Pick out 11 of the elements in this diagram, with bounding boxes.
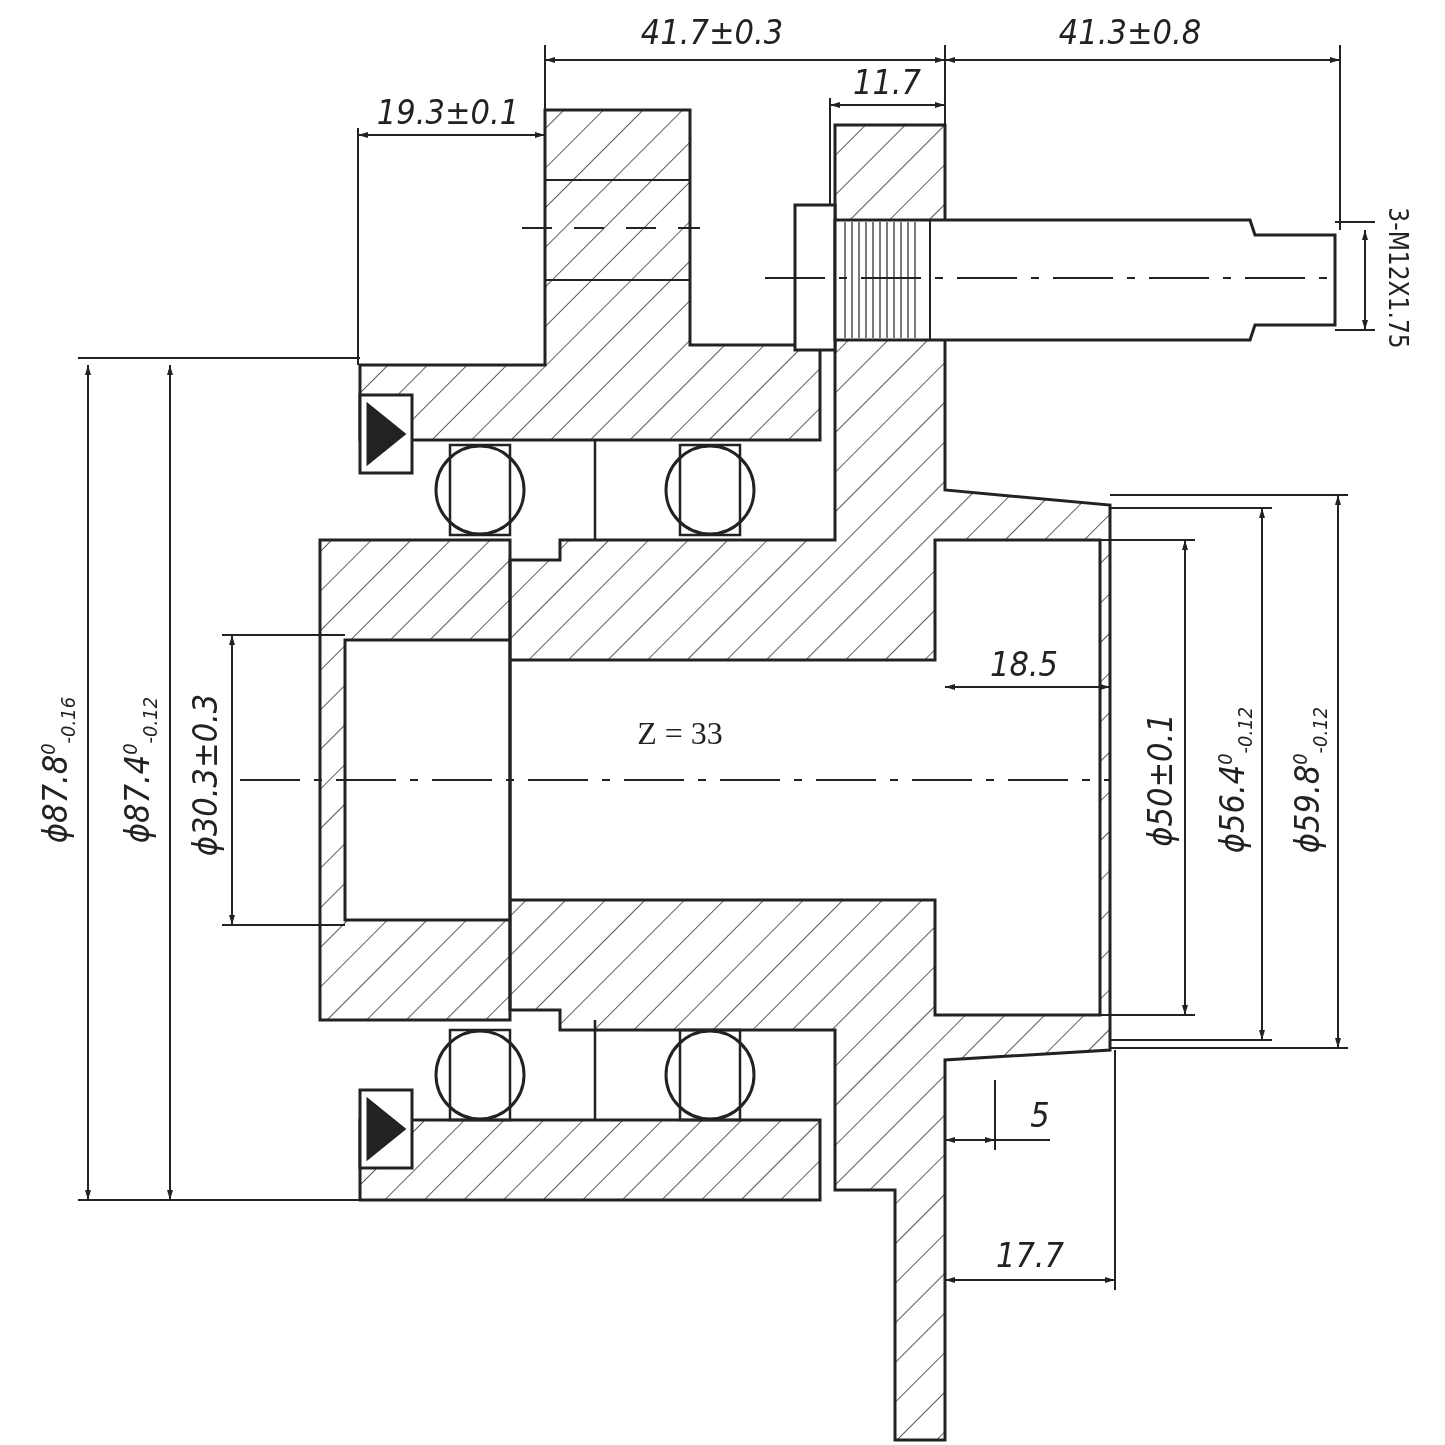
diameter-dimension-text: ϕ30.3±0.3 [188,693,222,857]
dimension-text: 17.7 [995,1238,1065,1272]
tooth-count-text: Z = 33 [637,717,723,749]
dimension-text: 41.3±0.8 [1058,15,1202,49]
diameter-dimension-text: ϕ50±0.1 [1143,713,1177,847]
dimension-text: 18.5 [989,647,1059,681]
dimension-text: 41.7±0.3 [640,15,784,49]
thread-spec-text: 3-M12X1.75 [1385,207,1411,349]
dimension-text: 11.7 [852,65,922,99]
dimension-text: 5 [1030,1098,1050,1132]
dimension-text: 19.3±0.1 [376,95,520,129]
